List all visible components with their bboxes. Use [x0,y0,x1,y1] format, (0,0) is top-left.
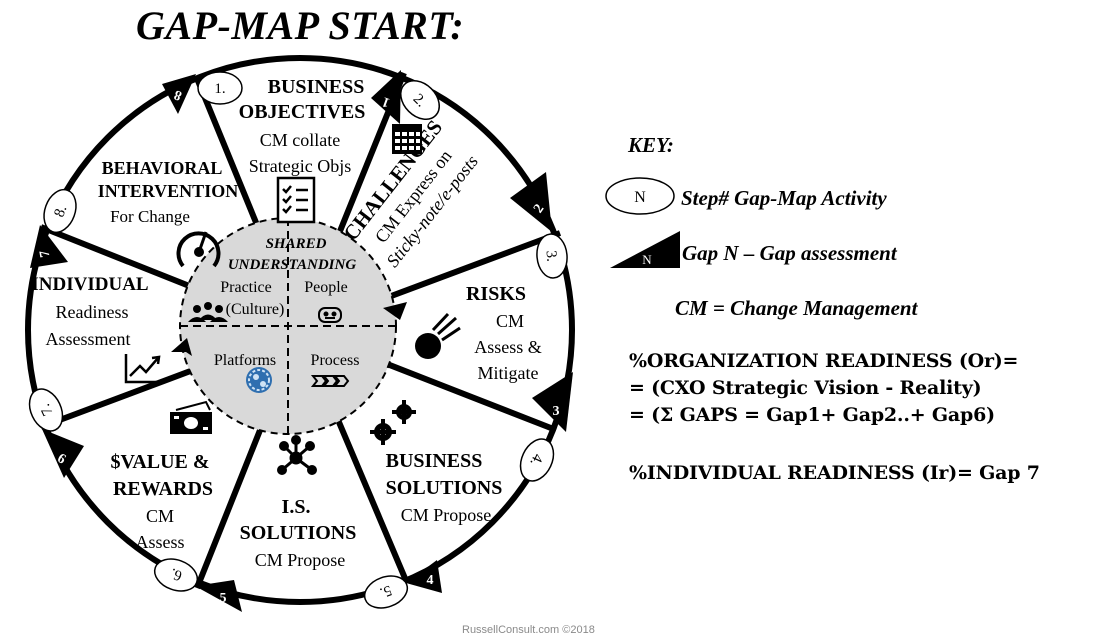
segment-title: BEHAVIORAL [102,158,223,178]
step-number: 1. [214,81,225,97]
gap-marker-5 [195,580,242,612]
step-marker-8 [43,188,77,234]
checklist-icon [276,176,316,224]
segment-subtitle: Readiness [56,302,129,322]
gap-marker-7 [30,225,68,268]
step-number: 5. [378,582,394,601]
step-marker-2 [400,80,440,120]
segment-subtitle: Assess [135,532,184,552]
gap-marker-8 [162,74,196,114]
segment-subtitle: CM Propose [401,505,492,525]
hub-heading: UNDERSTANDING [228,257,357,273]
segment-value-rewards: $VALUE & REWARDS CM Assess [110,451,213,552]
step-marker-7 [28,388,64,432]
gap-number: 3 [553,404,560,419]
segment-title: BUSINESS [386,450,483,472]
quadrant-process-label: Process [311,352,360,369]
quadrant-practice-label: (Culture) [226,301,285,318]
speedometer-icon [176,231,221,268]
segment-title: BUSINESS [268,76,365,98]
chevron-down-icon [383,302,407,320]
gap-marker-3 [532,372,573,432]
key-cm-definition: CM = Change Management [675,296,918,320]
step-number: 3. [543,250,560,263]
segment-subtitle: CM [146,506,174,526]
segment-title: INDIVIDUAL [31,274,148,295]
segment-subtitle: For Change [110,207,190,226]
org-readiness-formula: %ORGANIZATION READINESS (Or)= [629,350,1019,372]
segment-title: I.S. [282,496,311,518]
segment-title: SOLUTIONS [240,522,357,544]
hub-heading: SHARED [266,236,327,252]
segment-individual: INDIVIDUAL Readiness Assessment [31,274,148,349]
key-step-symbol-text: N [634,189,646,206]
step-marker-4 [519,438,555,482]
network-icon [277,435,317,475]
gap-number: 5 [220,591,227,606]
segment-title: REWARDS [113,478,213,500]
segment-subtitle: Mitigate [478,363,539,383]
step-marker-3 [536,233,568,279]
segment-title: $VALUE & [110,451,209,473]
step-number: 6. [168,565,184,584]
step-markers [28,71,568,609]
gap-number: 1 [380,93,392,109]
org-readiness-formula: = (Σ GAPS = Gap1+ Gap2..+ Gap6) [629,404,995,426]
gap-number: 7 [37,249,53,258]
gap-marker-1 [371,70,401,124]
gap-marker-numbers: 1 2 3 4 5 6 7 8 [37,86,559,606]
growth-chart-icon [124,354,161,384]
segment-is-solutions: I.S. SOLUTIONS CM Propose [240,496,357,570]
gap-number: 8 [172,86,184,102]
segment-title: SOLUTIONS [386,477,503,499]
segment-title: INTERVENTION [98,181,238,201]
gear-circle-icon [246,367,272,393]
segment-business-objectives: BUSINESS OBJECTIVES CM collate Strategic… [239,76,366,176]
hub-labels: SHARED UNDERSTANDING Practice (Culture) … [214,236,360,369]
step-marker-1 [197,71,243,105]
segment-risks: RISKS CM Assess & Mitigate [466,283,542,383]
key-gap-label: Gap N – Gap assessment [682,241,897,265]
individual-readiness-formula: %INDIVIDUAL READINESS (Ir)= Gap 7 [629,462,1040,484]
key-gap-symbol-text: N [642,252,652,267]
segment-title: OBJECTIVES [239,101,366,123]
segment-subtitle: Strategic Objs [249,156,351,176]
people-group-icon [188,302,228,322]
quadrant-practice-label: Practice [220,279,272,296]
key-gap-symbol [610,231,680,268]
page-title: GAP-MAP START: [136,3,465,48]
key-step-label: Step# Gap-Map Activity [681,186,887,210]
segment-behavioral: BEHAVIORAL INTERVENTION For Change [98,158,238,226]
gears-icon [370,400,416,445]
copyright-credit: RussellConsult.com ©2018 [462,624,595,636]
segment-subtitle: CM [496,311,524,331]
chevrons-icon [310,375,350,387]
quadrant-platforms-label: Platforms [214,352,276,369]
gap-marker-2 [510,172,552,232]
gap-marker-6 [42,429,84,478]
org-readiness-formula: = (CXO Strategic Vision - Reality) [629,377,982,399]
segment-title: RISKS [466,283,526,305]
gap-markers [30,70,573,612]
step-marker-6 [153,558,199,592]
gap-marker-4 [406,560,442,593]
money-icon [170,400,212,434]
segment-business-solutions: BUSINESS SOLUTIONS CM Propose [386,450,503,525]
key-title: KEY: [628,133,674,157]
quadrant-people-label: People [304,279,348,296]
key-step-symbol [605,177,675,215]
gap-number: 4 [427,573,434,588]
segment-subtitle: Assessment [46,329,131,349]
calendar-icon [392,124,422,154]
segment-subtitle: CM collate [260,130,340,150]
chevron-up-icon [171,338,192,356]
step-number: 8. [51,203,70,219]
step-marker-5 [363,575,409,609]
comet-icon [415,312,461,359]
segment-subtitle: CM Propose [255,550,346,570]
segment-subtitle: Assess & [474,337,542,357]
face-icon [318,307,342,323]
